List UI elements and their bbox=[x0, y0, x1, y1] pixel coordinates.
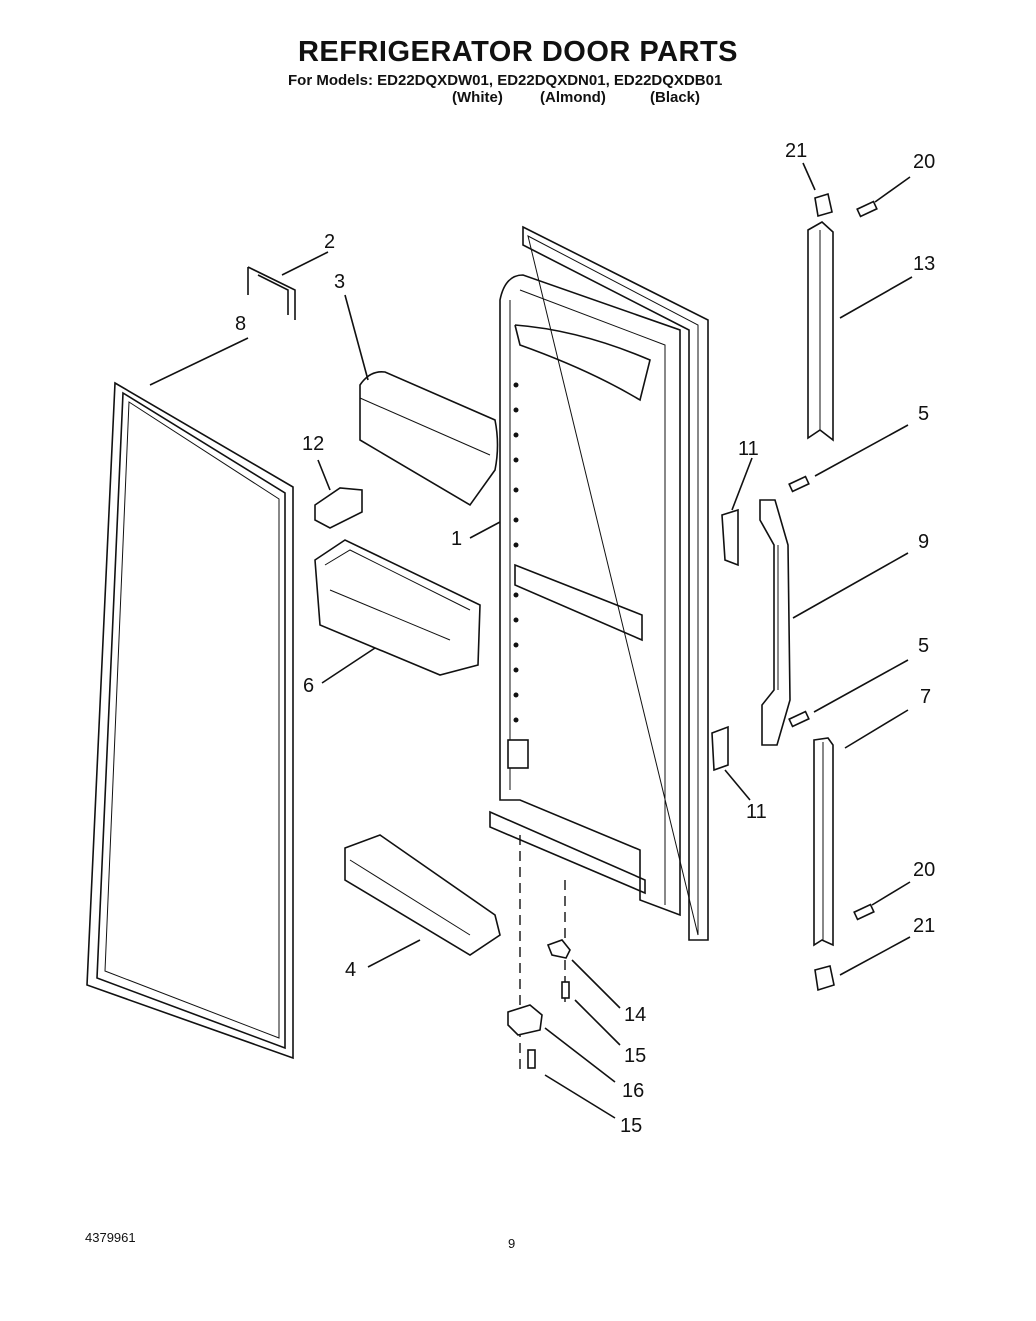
part-9-handle bbox=[759, 499, 791, 746]
part-5-screw-lower bbox=[788, 710, 810, 728]
callout-21-upper: 21 bbox=[785, 140, 807, 162]
part-15-hinge-screw-lower bbox=[527, 1049, 536, 1069]
part-8-door-gasket bbox=[86, 381, 294, 1060]
callout-1: 1 bbox=[451, 528, 462, 550]
callout-11-lower: 11 bbox=[746, 801, 767, 823]
page-number: 9 bbox=[508, 1236, 516, 1251]
callout-12: 12 bbox=[302, 433, 324, 455]
callout-2: 2 bbox=[324, 231, 335, 253]
callout-14: 14 bbox=[624, 1004, 646, 1026]
callout-11-upper: 11 bbox=[738, 438, 759, 460]
part-15-hinge-screw-upper bbox=[561, 981, 570, 999]
part-16-hinge-block bbox=[507, 1004, 543, 1036]
callout-4: 4 bbox=[345, 959, 356, 981]
part-20-screw-upper bbox=[856, 200, 878, 218]
page-title: REFRIGERATOR DOOR PARTS bbox=[297, 36, 739, 68]
callout-13: 13 bbox=[913, 253, 935, 275]
part-6-dairy-bin bbox=[314, 539, 481, 676]
part-12-tab bbox=[314, 487, 363, 529]
part-20-screw-lower bbox=[853, 903, 875, 921]
part-4-shelf-bin bbox=[344, 834, 501, 956]
callout-16: 16 bbox=[622, 1080, 644, 1102]
part-21-cap-upper bbox=[814, 192, 833, 218]
part-5-screw-upper bbox=[788, 475, 810, 493]
variant-almond: (Almond) bbox=[540, 89, 606, 106]
part-11-shim-lower bbox=[711, 725, 729, 772]
part-11-shim-upper bbox=[721, 508, 739, 567]
part-2-clip bbox=[247, 266, 296, 320]
part-3-dairy-door bbox=[359, 370, 499, 507]
callout-5-lower: 5 bbox=[918, 635, 929, 657]
shelf-peg-holes bbox=[513, 382, 519, 723]
callout-15-lower: 15 bbox=[620, 1115, 642, 1137]
callout-3: 3 bbox=[334, 271, 345, 293]
variant-white: (White) bbox=[452, 89, 503, 106]
callout-7: 7 bbox=[920, 686, 931, 708]
callout-15-upper: 15 bbox=[624, 1045, 646, 1067]
callout-20-lower: 20 bbox=[913, 859, 935, 881]
part-1-door-liner bbox=[489, 225, 709, 941]
leader-lines bbox=[149, 162, 913, 1119]
callout-20-upper: 20 bbox=[913, 151, 935, 173]
callout-5-upper: 5 bbox=[918, 403, 929, 425]
part-14-hinge-bracket bbox=[546, 939, 571, 959]
callout-9: 9 bbox=[918, 531, 929, 553]
callout-21-lower: 21 bbox=[913, 915, 935, 937]
callout-6: 6 bbox=[303, 675, 314, 697]
models-line: For Models: ED22DQXDW01, ED22DQXDN01, ED… bbox=[288, 72, 723, 89]
document-number: 4379961 bbox=[85, 1230, 136, 1245]
part-21-cap-lower bbox=[814, 965, 835, 992]
part-13-upper-trim bbox=[807, 221, 834, 442]
variant-black: (Black) bbox=[650, 89, 701, 106]
callout-8: 8 bbox=[235, 313, 246, 335]
part-7-lower-trim bbox=[813, 737, 834, 947]
